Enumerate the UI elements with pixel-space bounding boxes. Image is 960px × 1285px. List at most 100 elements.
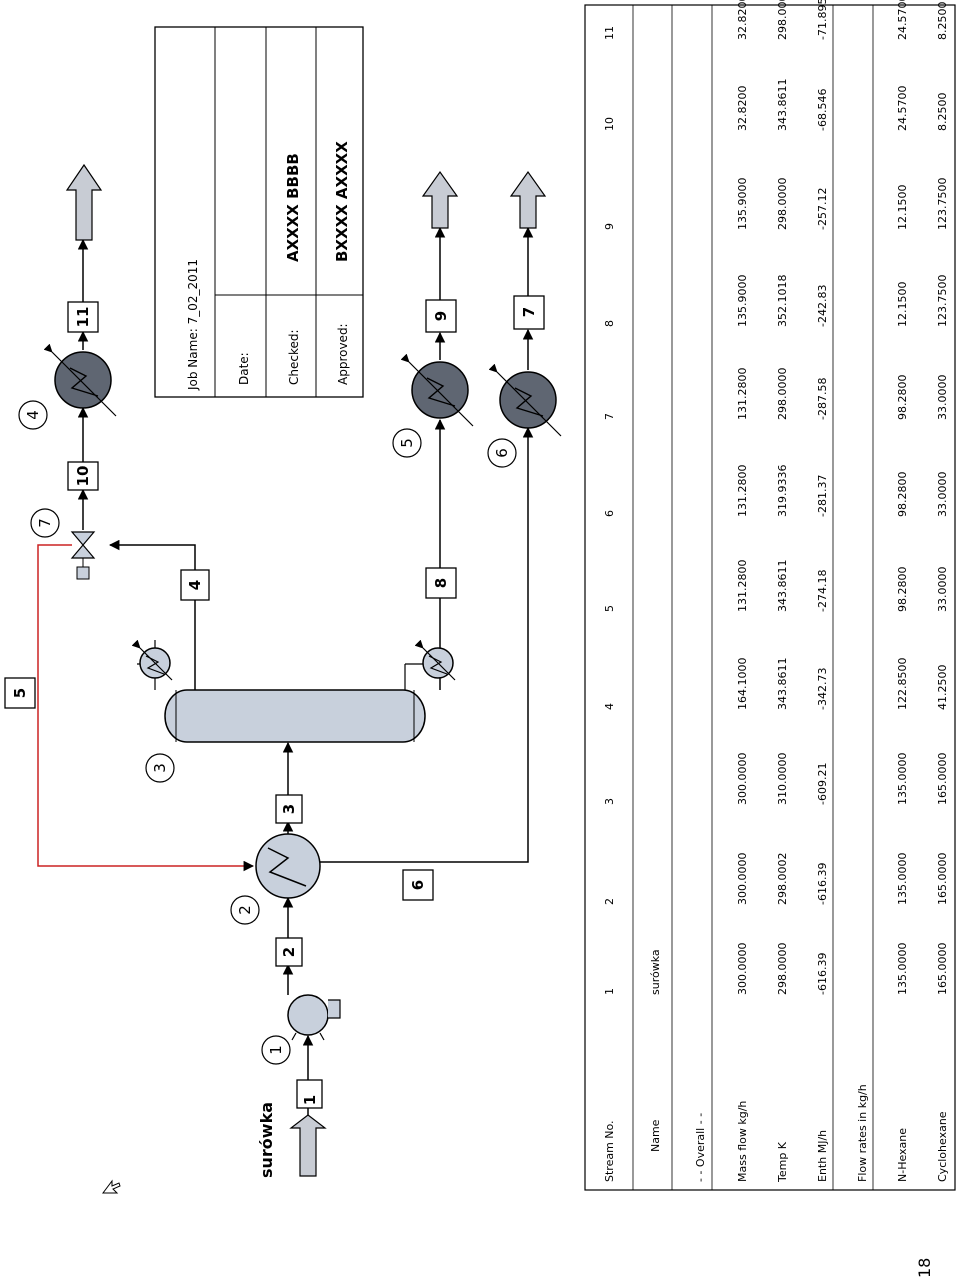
- job-name: Job Name: 7_02_2011: [186, 259, 200, 391]
- table-cell: -257.12: [816, 188, 829, 230]
- table-cell: -616.39: [816, 953, 829, 995]
- page-number: 18: [915, 1258, 934, 1278]
- distillation-column[interactable]: [164, 689, 426, 743]
- table-cell: 300.0000: [736, 853, 749, 906]
- stream-box-5[interactable]: 5: [4, 677, 36, 709]
- stream-box-1[interactable]: 1: [296, 1079, 323, 1109]
- table-cell: 24.5700: [896, 0, 909, 40]
- approved-value: BXXXX AXXXX: [333, 141, 351, 262]
- table-cell: 12.1500: [896, 185, 909, 231]
- table-cell: 352.1018: [776, 275, 789, 328]
- table-cell: -68.546: [816, 89, 829, 131]
- unit-label-3: 3: [145, 753, 175, 783]
- cooler-5[interactable]: [400, 353, 474, 427]
- table-cell: 4: [603, 703, 616, 710]
- svg-text:6: 6: [409, 880, 427, 890]
- table-cell: 8: [603, 320, 616, 327]
- reboiler[interactable]: [404, 639, 456, 690]
- table-cell: 300.0000: [736, 943, 749, 996]
- svg-text:7: 7: [36, 518, 54, 528]
- stream-box-3[interactable]: 3: [275, 794, 303, 824]
- stream-box-7[interactable]: 7: [513, 295, 545, 330]
- stream-box-11[interactable]: 11: [67, 301, 99, 333]
- heat-exchanger[interactable]: [255, 833, 321, 899]
- table-cell: 135.9000: [736, 178, 749, 231]
- cooler-4[interactable]: [43, 343, 117, 417]
- table-cell: 3: [603, 798, 616, 805]
- table-row-label: Flow rates in kg/h: [856, 1084, 869, 1182]
- table-cell: -287.58: [816, 378, 829, 420]
- table-row-label: Stream No.: [603, 1120, 616, 1182]
- table-cell: 98.2800: [896, 472, 909, 518]
- table-cell: 135.0000: [896, 753, 909, 806]
- table-cell: 32.8200: [736, 0, 749, 40]
- stream-box-10[interactable]: 10: [67, 461, 99, 491]
- table-row-label: Enth MJ/h: [816, 1130, 829, 1182]
- stream-box-4[interactable]: 4: [180, 569, 210, 601]
- table-cell: 298.0000: [776, 0, 789, 40]
- stream-box-2[interactable]: 2: [275, 937, 303, 967]
- table-cell: 32.8200: [736, 86, 749, 132]
- svg-text:4: 4: [24, 410, 42, 420]
- table-cell: 5: [603, 605, 616, 612]
- svg-text:2: 2: [280, 947, 298, 957]
- stream-box-6[interactable]: 6: [402, 869, 434, 901]
- table-cell: -274.18: [816, 570, 829, 612]
- feed-arrow: [289, 1114, 327, 1177]
- svg-text:3: 3: [280, 804, 298, 814]
- cursor-icon: [102, 1179, 121, 1194]
- unit-label-1: 1: [261, 1035, 291, 1065]
- table-cell: 300.0000: [736, 753, 749, 806]
- table-cell: surówka: [649, 949, 662, 995]
- title-block: Job Name: 7_02_2011 Date: Checked: AXXXX…: [154, 26, 364, 398]
- table-cell: 2: [603, 898, 616, 905]
- svg-text:4: 4: [186, 580, 204, 590]
- table-cell: 7: [603, 413, 616, 420]
- table-cell: 310.0000: [776, 753, 789, 806]
- table-cell: 135.9000: [736, 275, 749, 328]
- unit-label-7: 7: [30, 508, 60, 538]
- unit-label-2: 2: [230, 895, 260, 925]
- unit-label-6: 6: [487, 438, 517, 468]
- table-cell: 12.1500: [896, 282, 909, 328]
- product-arrow-right: [509, 170, 547, 229]
- table-cell: 131.2800: [736, 368, 749, 421]
- table-cell: 298.0000: [776, 178, 789, 231]
- date-label: Date:: [237, 352, 251, 385]
- cooler-6[interactable]: [488, 363, 562, 437]
- stream-box-8[interactable]: 8: [425, 567, 457, 599]
- table-cell: 24.5700: [896, 86, 909, 132]
- table-cell: 6: [603, 510, 616, 517]
- table-cell: 98.2800: [896, 567, 909, 613]
- svg-text:10: 10: [74, 466, 92, 487]
- approved-label: Approved:: [336, 323, 350, 385]
- table-cell: 123.7500: [936, 275, 949, 328]
- table-cell: 135.0000: [896, 853, 909, 906]
- stream-box-9[interactable]: 9: [425, 299, 457, 333]
- table-cell: 98.2800: [896, 375, 909, 421]
- table-row-label: - - Overall - -: [694, 1113, 707, 1182]
- checked-label: Checked:: [287, 329, 301, 385]
- table-cell: 165.0000: [936, 853, 949, 906]
- table-cell: 131.2800: [736, 560, 749, 613]
- table-cell: 1: [603, 988, 616, 995]
- condenser[interactable]: [131, 639, 173, 690]
- svg-text:1: 1: [267, 1045, 285, 1055]
- table-row-label: Temp K: [776, 1141, 789, 1183]
- unit-label-5: 5: [392, 428, 422, 458]
- table-cell: 165.0000: [936, 753, 949, 806]
- recycle-line-5: [37, 544, 255, 872]
- table-cell: 131.2800: [736, 465, 749, 518]
- mixing-valve[interactable]: [70, 531, 96, 580]
- table-cell: 343.8611: [776, 658, 789, 711]
- svg-text:11: 11: [74, 307, 92, 328]
- table-row-label: Name: [649, 1119, 662, 1152]
- table-cell: 9: [603, 223, 616, 230]
- pump[interactable]: [287, 994, 341, 1041]
- stream-line-4: [108, 539, 196, 690]
- table-cell: 33.0000: [936, 375, 949, 421]
- product-arrow-top: [65, 163, 103, 241]
- table-cell: 8.2500: [936, 93, 949, 132]
